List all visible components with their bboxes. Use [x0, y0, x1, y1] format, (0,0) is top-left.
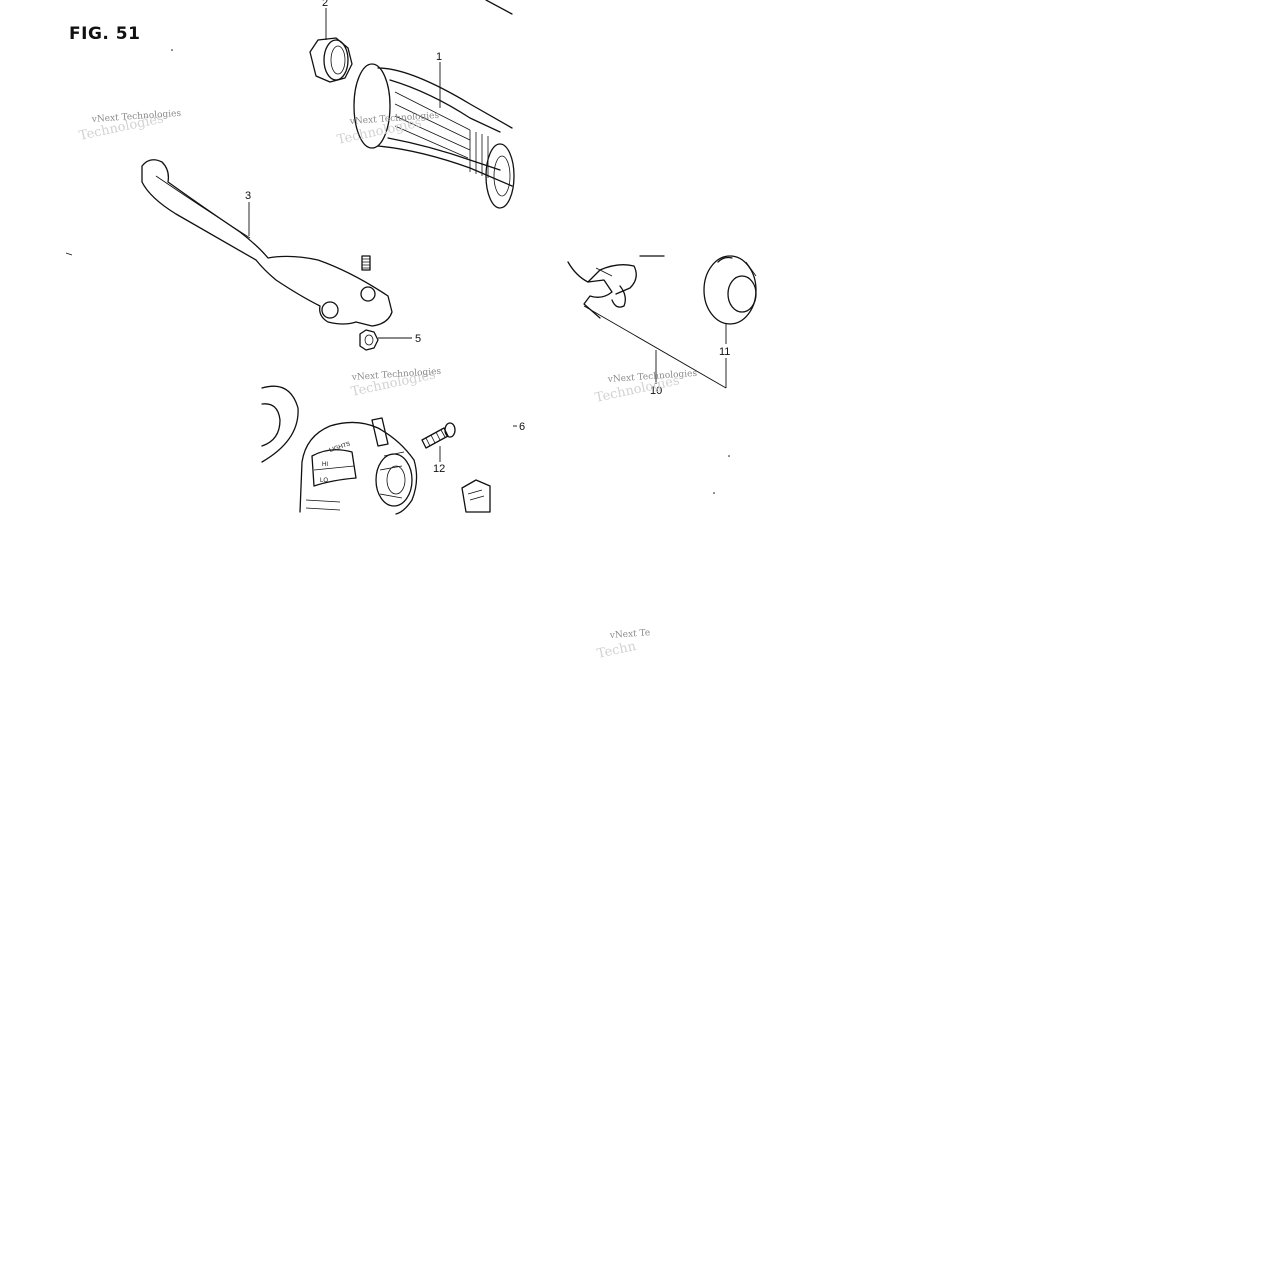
part-screw-small[interactable]: [361, 255, 371, 271]
part-12-screw[interactable]: [421, 422, 456, 449]
part-11-ring[interactable]: [703, 255, 757, 325]
watermark: Technologies vNext Technologies: [78, 109, 182, 144]
leader-10-bracket: [583, 305, 727, 389]
switch-label-lights: LIGHTS: [329, 441, 351, 453]
part-2-nut[interactable]: [309, 37, 353, 83]
callout-6[interactable]: 6: [519, 421, 525, 433]
stray-dot: [713, 492, 715, 494]
callout-1[interactable]: 1: [436, 51, 442, 63]
watermark: Technologies vNext Technologies: [350, 367, 442, 400]
callout-12[interactable]: 12: [433, 463, 445, 475]
stray-dot: [171, 49, 173, 51]
part-10-lever-bracket[interactable]: [567, 255, 665, 319]
callout-10[interactable]: 10: [650, 385, 662, 397]
watermark: Technologies vNext Technologies: [594, 369, 698, 406]
callout-3[interactable]: 3: [245, 190, 251, 202]
part-bracket[interactable]: [461, 479, 491, 513]
part-3-brake-lever[interactable]: [141, 159, 393, 327]
watermark: Techn vNext Te: [596, 628, 651, 662]
part-light-switch-housing[interactable]: LIGHTS HI LO: [299, 417, 418, 515]
callout-11[interactable]: 11: [719, 346, 730, 358]
stray-dot: [728, 455, 730, 457]
switch-label-lo: LO: [320, 478, 328, 484]
part-washer-left[interactable]: [261, 385, 299, 463]
figure-title: FIG. 51: [69, 24, 141, 44]
callout-5[interactable]: 5: [415, 333, 421, 345]
part-5-nut[interactable]: [359, 329, 379, 351]
svg-text:Techn: Techn: [596, 639, 638, 662]
callout-2[interactable]: 2: [322, 0, 328, 9]
stray-mark: [65, 252, 73, 256]
switch-label-hi: HI: [322, 462, 328, 468]
part-1-grip[interactable]: [353, 0, 515, 209]
svg-text:vNext Te: vNext Te: [609, 628, 651, 641]
